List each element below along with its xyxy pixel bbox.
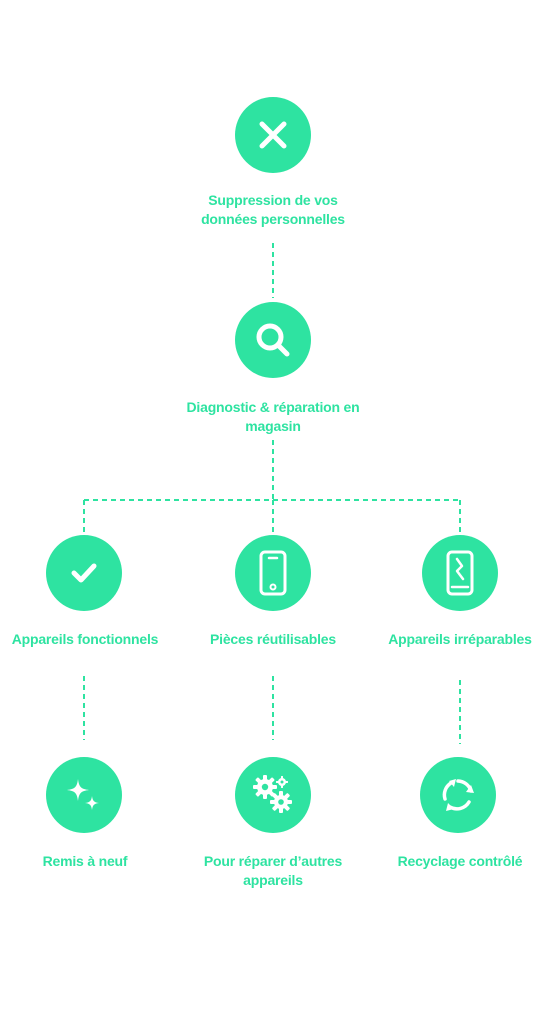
recycling-label: Recyclage contrôlé [397, 853, 523, 869]
deletion-label: Suppression de vos données personnelles [163, 191, 383, 229]
diagnostic-label: Diagnostic & réparation en magasin [143, 398, 403, 436]
refurbished-node [46, 757, 122, 833]
gears-icon [253, 775, 292, 813]
recycle-icon [442, 779, 474, 811]
diagnostic-node [235, 302, 311, 378]
deletion-label-line2: données personnelles [201, 211, 345, 227]
reusable-parts-node [235, 535, 311, 611]
reusable-parts-label: Pièces réutilisables [210, 631, 336, 647]
search-icon [256, 323, 290, 357]
repair-others-node [235, 757, 311, 833]
smartphone-icon [259, 550, 287, 596]
diagnostic-label-line2: magasin [245, 418, 301, 434]
working-devices-label: Appareils fonctionnels [11, 631, 159, 647]
close-icon [259, 121, 287, 149]
diagnostic-label-line1: Diagnostic & réparation en [186, 399, 360, 415]
refurbished-label: Remis à neuf [42, 853, 128, 869]
broken-phone-icon [446, 550, 474, 596]
irreparable-devices-label: Appareils irréparables [388, 631, 532, 647]
irreparable-devices-node [422, 535, 498, 611]
working-devices-node [46, 535, 122, 611]
repair-others-label: Pour réparer d’autres appareils [163, 852, 383, 890]
repair-others-label-line1: Pour réparer d’autres [203, 853, 343, 869]
deletion-label-line1: Suppression de vos [208, 192, 338, 208]
deletion-node [235, 97, 311, 173]
repair-others-label-line2: appareils [243, 872, 303, 888]
recycling-node [420, 757, 496, 833]
checkmark-icon [71, 563, 97, 583]
sparkles-icon [67, 779, 99, 810]
